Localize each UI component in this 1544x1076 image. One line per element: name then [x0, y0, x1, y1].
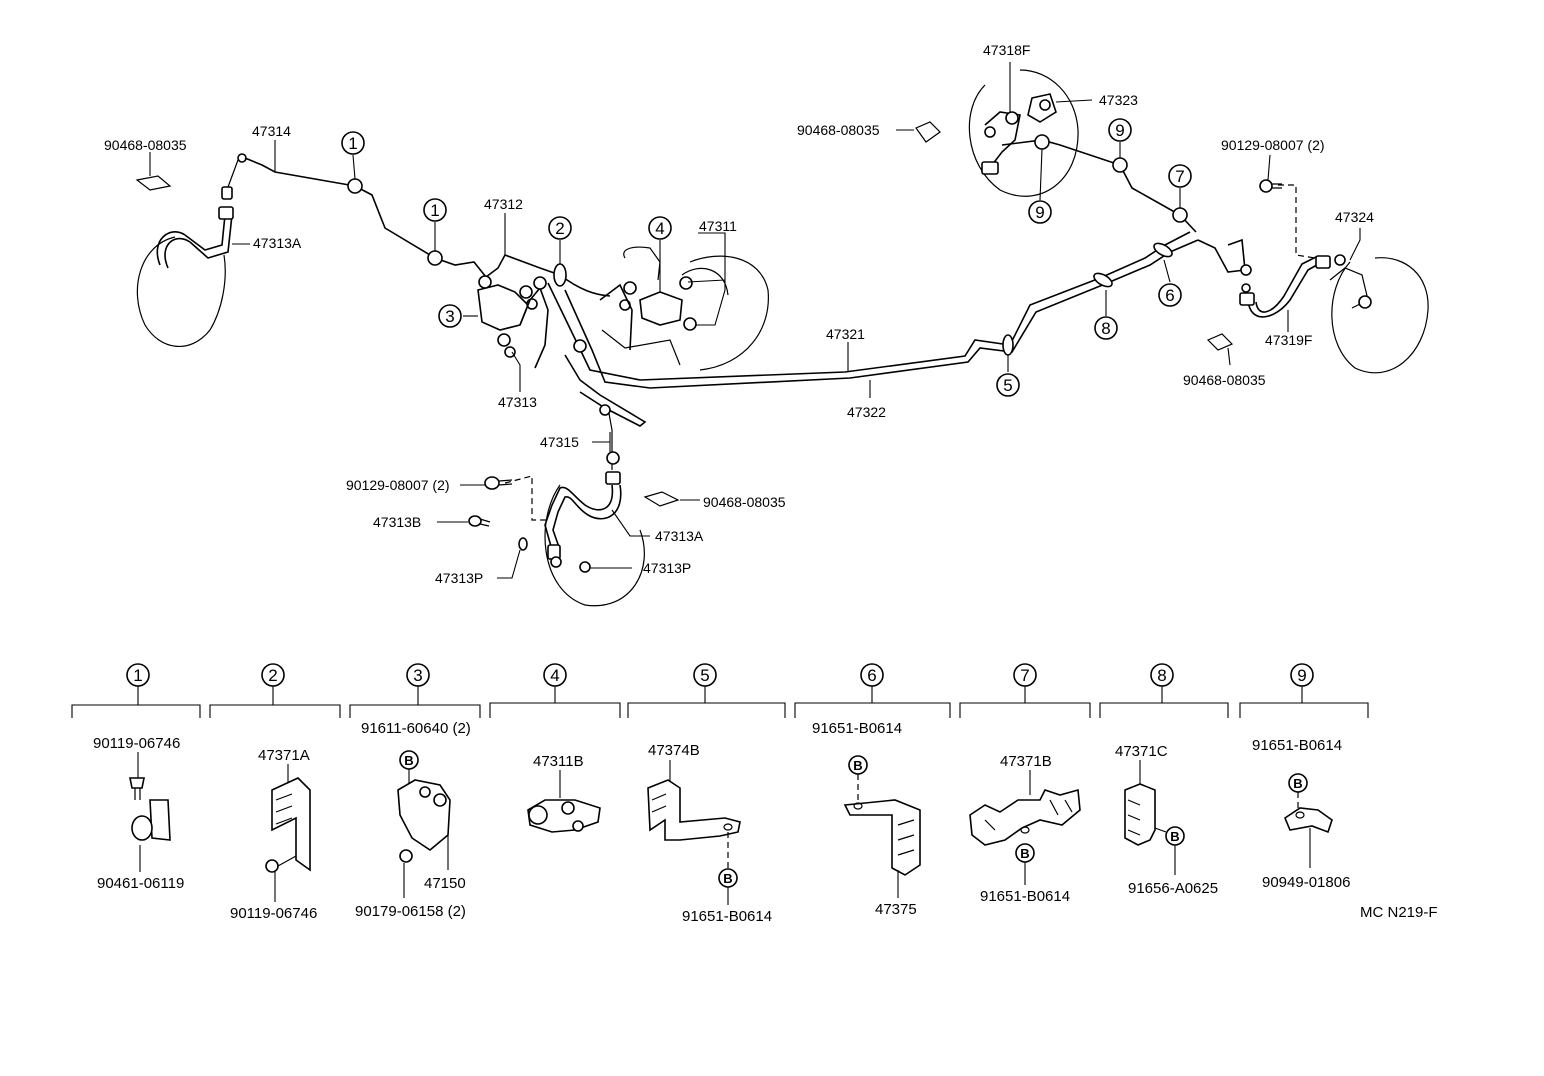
detail-4-label: 47311B: [533, 753, 584, 770]
detail-8-badge: B: [1170, 829, 1179, 844]
svg-text:3: 3: [413, 666, 422, 685]
marker-5: 5: [996, 373, 1020, 397]
front-left-disc-outline: [136, 236, 226, 347]
label-47322: 47322: [847, 404, 886, 420]
front-right-brake-assembly: [468, 475, 680, 607]
marker-7: 7: [1168, 164, 1192, 188]
label-90468-08035-mid: 90468-08035: [703, 494, 786, 510]
label-90129-08007-left: 90129-08007 (2): [346, 477, 450, 493]
detail-group-8: 8 47371C B 91656-A0625: [1099, 663, 1229, 897]
marker-1-a: 1: [341, 131, 365, 155]
detail-2-label-bottom: 90119-06746: [230, 905, 317, 922]
detail-5-label-top: 47374B: [648, 742, 700, 759]
svg-text:6: 6: [1165, 286, 1174, 305]
detail-7-badge: B: [1020, 846, 1029, 861]
svg-text:2: 2: [555, 219, 564, 238]
label-90468-08035-right: 90468-08035: [797, 122, 880, 138]
label-47319f: 47319F: [1265, 332, 1312, 348]
svg-text:5: 5: [700, 666, 709, 685]
marker-1-b: 1: [423, 198, 447, 222]
detail-9-label-top: 91651-B0614: [1252, 737, 1342, 754]
detail-7-label-top: 47371B: [1000, 753, 1052, 770]
svg-text:3: 3: [445, 307, 454, 326]
detail-1-label-top: 90119-06746: [93, 735, 180, 752]
detail-group-1: 1 90119-06746 90461-06119: [71, 663, 201, 892]
label-47313a-mid: 47313A: [655, 528, 704, 544]
label-47313a-left: 47313A: [253, 235, 302, 251]
front-left-brake-assembly: [135, 153, 356, 347]
svg-text:4: 4: [550, 666, 559, 685]
marker-6: 6: [1158, 283, 1182, 307]
label-47324: 47324: [1335, 209, 1374, 225]
master-cylinder-area: [599, 246, 769, 371]
detail-8-label-top: 47371C: [1115, 743, 1168, 760]
svg-text:7: 7: [1175, 167, 1184, 186]
label-90468-08035-bottom-right: 90468-08035: [1183, 372, 1266, 388]
svg-text:6: 6: [867, 666, 876, 685]
detail-group-3: 3 91611-60640 (2) B 47150 90179-06158 (2…: [349, 663, 481, 920]
label-90468-08035-left: 90468-08035: [104, 137, 187, 153]
leader-lines: [149, 62, 1361, 579]
label-47314: 47314: [252, 123, 291, 139]
svg-text:1: 1: [133, 666, 142, 685]
line-47322: [564, 239, 1199, 389]
circled-markers: 1 1 2 3 4 5 6 7: [341, 118, 1192, 397]
marker-2: 2: [548, 216, 572, 240]
detail-9-label-bottom: 90949-01806: [1262, 874, 1350, 891]
detail-5-label-bottom: 91651-B0614: [682, 908, 772, 925]
marker-4: 4: [648, 216, 672, 240]
label-47313p-left: 47313P: [435, 570, 483, 586]
detail-1-label-bottom: 90461-06119: [97, 875, 184, 892]
diagram-code: MC N219-F: [1360, 904, 1438, 921]
detail-6-label-bottom: 47375: [875, 901, 917, 918]
marker-8: 8: [1094, 316, 1118, 340]
label-47315: 47315: [540, 434, 579, 450]
detail-9-badge: B: [1293, 776, 1302, 791]
label-47312: 47312: [484, 196, 523, 212]
label-47321: 47321: [826, 326, 865, 342]
label-47313p-right: 47313P: [643, 560, 691, 576]
detail-group-2: 2 47371A 90119-06746: [209, 663, 341, 922]
marker-9-b: 9: [1028, 200, 1052, 224]
rear-left-brake-assembly: [915, 69, 1197, 233]
detail-group-5: 5 47374B B 91651-B0614: [627, 663, 786, 925]
svg-text:8: 8: [1101, 319, 1110, 338]
detail-3-label-bottom: 90179-06158 (2): [355, 903, 466, 920]
detail-3-badge: B: [404, 753, 413, 768]
svg-text:4: 4: [655, 219, 664, 238]
detail-6-badge: B: [853, 758, 862, 773]
svg-text:9: 9: [1115, 121, 1124, 140]
detail-group-6: 6 91651-B0614 B 47375: [794, 663, 951, 918]
marker-3: 3: [438, 304, 462, 328]
label-47311: 47311: [699, 218, 737, 234]
svg-text:9: 9: [1297, 666, 1306, 685]
svg-text:5: 5: [1003, 376, 1012, 395]
detail-group-7: 7 47371B B 91651-B0614: [959, 663, 1091, 905]
detail-3-label-top: 91611-60640 (2): [361, 720, 471, 737]
detail-5-badge: B: [723, 871, 732, 886]
svg-text:1: 1: [430, 201, 439, 220]
label-47318f: 47318F: [983, 42, 1030, 58]
detail-7-label-bottom: 91651-B0614: [980, 888, 1070, 905]
detail-group-4: 4 47311B: [489, 663, 621, 833]
label-47323: 47323: [1099, 92, 1138, 108]
marker-9-a: 9: [1108, 118, 1132, 142]
label-90129-08007-right: 90129-08007 (2): [1221, 137, 1325, 153]
label-47313b: 47313B: [373, 514, 421, 530]
proportioning-valve: [477, 275, 549, 369]
svg-text:1: 1: [348, 134, 357, 153]
svg-text:2: 2: [268, 666, 277, 685]
detail-6-label-top: 91651-B0614: [812, 720, 902, 737]
rear-right-brake-assembly: [1197, 179, 1429, 374]
svg-text:7: 7: [1020, 666, 1029, 685]
detail-group-9: 9 91651-B0614 B 90949-01806: [1239, 663, 1369, 891]
detail-8-label-bottom: 91656-A0625: [1128, 880, 1218, 897]
svg-text:9: 9: [1035, 203, 1044, 222]
detail-3-label-47150: 47150: [424, 875, 466, 892]
label-47313: 47313: [498, 394, 537, 410]
detail-2-label-top: 47371A: [258, 747, 310, 764]
top-part-labels: 90468-08035 47314 47313A 47312 47311 473…: [104, 42, 1374, 586]
svg-text:8: 8: [1157, 666, 1166, 685]
